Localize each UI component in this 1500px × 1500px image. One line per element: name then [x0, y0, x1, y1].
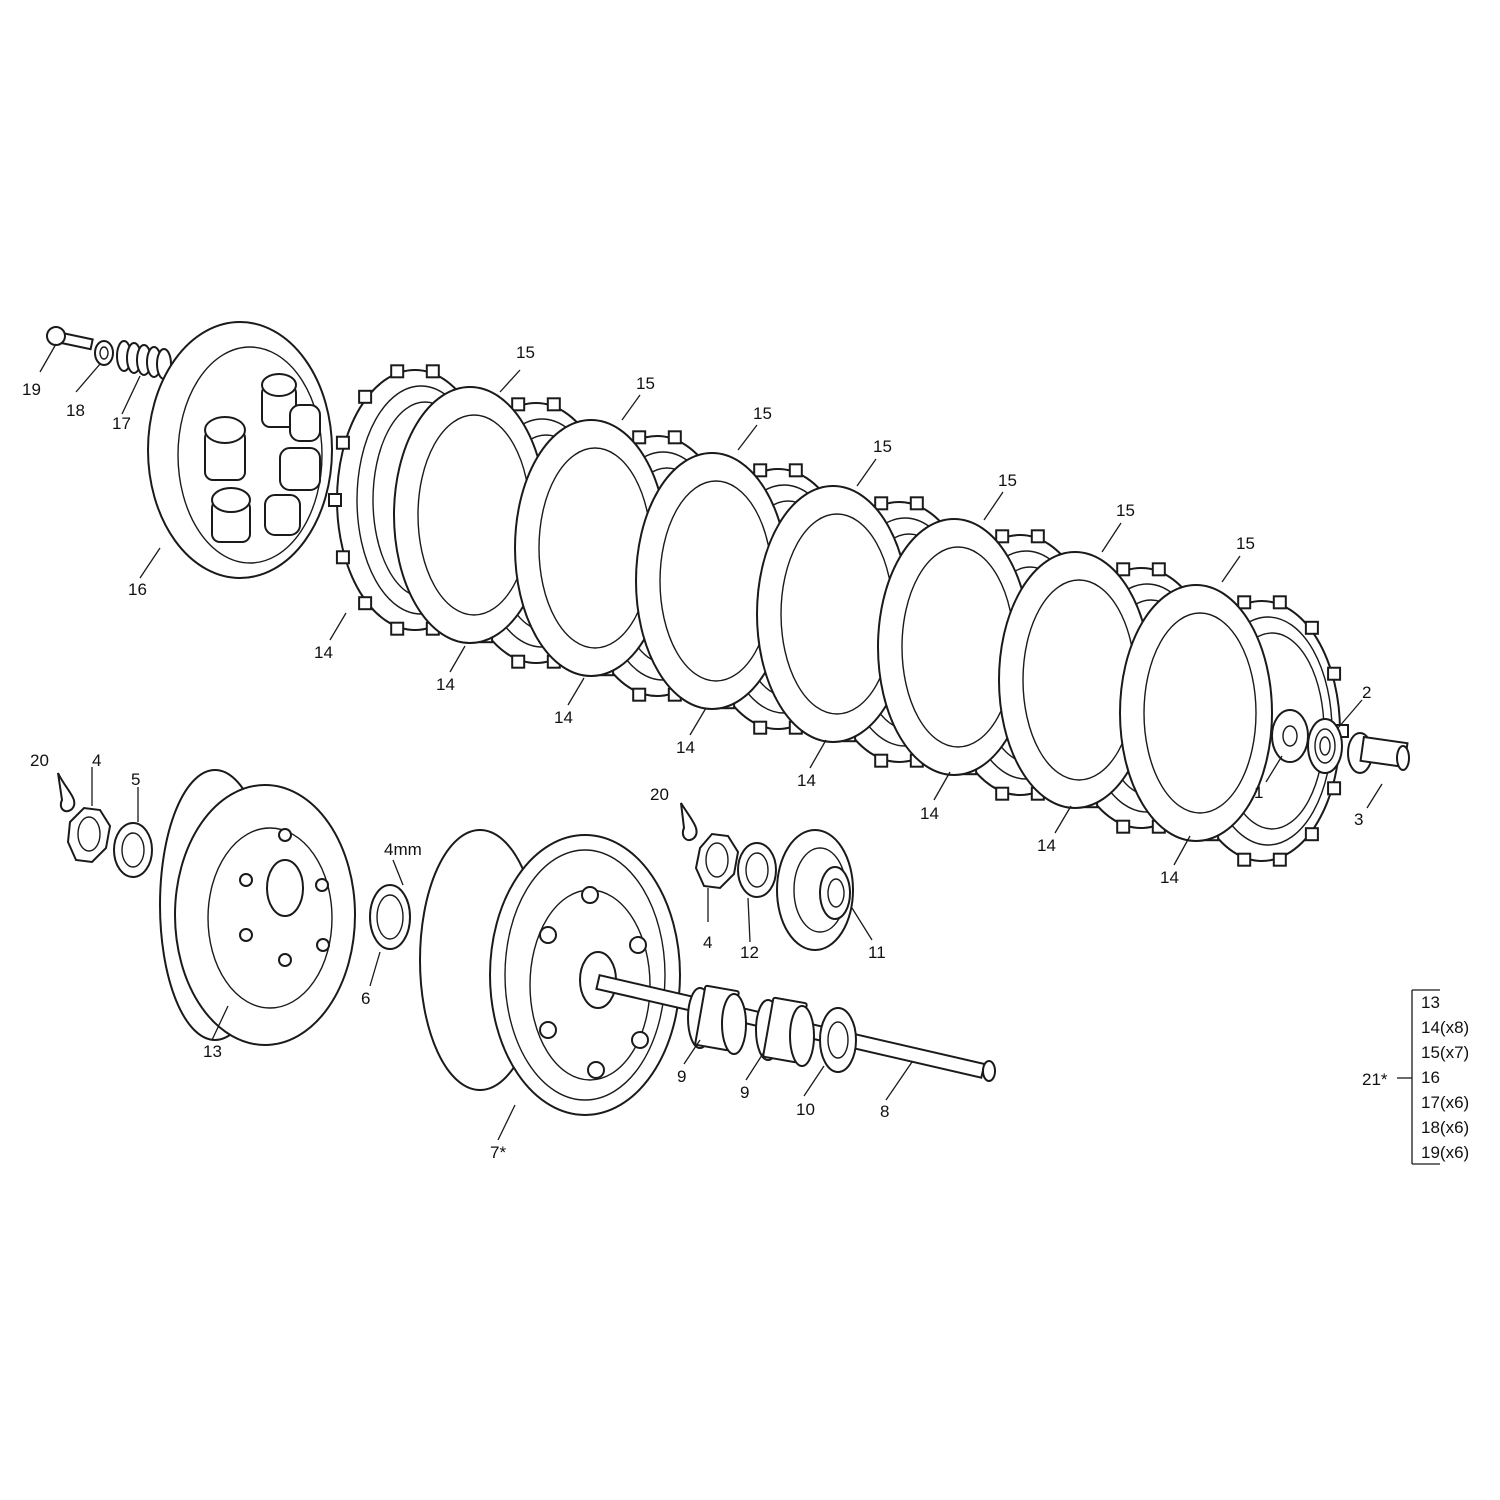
needle-bearing-9a	[687, 984, 747, 1055]
callout-13: 13	[203, 1042, 222, 1061]
kit-list: 21* 13 14(x8) 15(x7) 16 17(x6) 18(x6) 19…	[1362, 993, 1469, 1162]
nut-4b	[694, 832, 740, 890]
callout-17: 17	[112, 414, 131, 433]
spring-17	[116, 340, 172, 380]
callout-14d: 14	[676, 738, 695, 757]
callout-14f: 14	[920, 804, 939, 823]
callout-15b: 15	[636, 374, 655, 393]
callout-20b: 20	[650, 785, 669, 804]
pushrod-3	[1347, 732, 1410, 774]
kit-item: 16	[1421, 1068, 1440, 1087]
callout-4a: 4	[92, 751, 101, 770]
callout-leaders	[39, 343, 1440, 1165]
callout-1: 1	[1254, 783, 1263, 802]
callout-9a: 9	[677, 1067, 686, 1086]
washer-1	[1271, 709, 1309, 763]
spacer-6	[369, 884, 411, 950]
callout-14b: 14	[436, 675, 455, 694]
callout-15a: 15	[516, 343, 535, 362]
washer-12	[737, 842, 777, 898]
clutch-disc-pack	[328, 364, 1349, 867]
needle-bearing-2	[1307, 718, 1343, 774]
callout-4mm: 4mm	[384, 840, 422, 859]
callout-19: 19	[22, 380, 41, 399]
kit-label: 21*	[1362, 1070, 1388, 1089]
kit-item: 13	[1421, 993, 1440, 1012]
grease-drop-20	[57, 772, 76, 813]
callout-14e: 14	[797, 771, 816, 790]
kit-item: 15(x7)	[1421, 1043, 1469, 1062]
spring-cup-18	[94, 340, 114, 366]
steel-disc-15	[1119, 584, 1273, 842]
washer-5	[113, 822, 153, 878]
callout-15g: 15	[1236, 534, 1255, 553]
callout-15f: 15	[1116, 501, 1135, 520]
callout-5: 5	[131, 770, 140, 789]
kit-item: 14(x8)	[1421, 1018, 1469, 1037]
callout-8: 8	[880, 1102, 889, 1121]
callout-14g: 14	[1037, 836, 1056, 855]
callout-labels: 19 18 17 16 15 15 15 15 15 15 15 14 14 1…	[22, 343, 1371, 1162]
clutch-hub-13	[159, 769, 356, 1046]
callout-15c: 15	[753, 404, 772, 423]
bolt-19	[46, 326, 94, 351]
callout-14c: 14	[554, 708, 573, 727]
callout-20a: 20	[30, 751, 49, 770]
primary-gear-11	[776, 829, 854, 951]
callout-15d: 15	[873, 437, 892, 456]
callout-14a: 14	[314, 643, 333, 662]
clutch-basket-7	[419, 829, 681, 1116]
needle-bearing-9b	[755, 996, 815, 1067]
pressure-plate-16	[147, 321, 333, 579]
callout-11: 11	[868, 943, 886, 962]
callout-10: 10	[796, 1100, 815, 1119]
grease-drop-20b	[680, 802, 698, 842]
callout-14h: 14	[1160, 868, 1179, 887]
callout-12: 12	[740, 943, 759, 962]
washer-10	[819, 1007, 857, 1073]
callout-3: 3	[1354, 810, 1363, 829]
callout-16: 16	[128, 580, 147, 599]
kit-item: 17(x6)	[1421, 1093, 1469, 1112]
callout-18: 18	[66, 401, 85, 420]
callout-7: 7*	[490, 1143, 506, 1162]
callout-9b: 9	[740, 1083, 749, 1102]
callout-4b: 4	[703, 933, 712, 952]
callout-6: 6	[361, 989, 370, 1008]
callout-15e: 15	[998, 471, 1017, 490]
callout-2: 2	[1362, 683, 1371, 702]
kit-item: 18(x6)	[1421, 1118, 1469, 1137]
kit-item: 19(x6)	[1421, 1143, 1469, 1162]
nut-4	[66, 806, 112, 864]
